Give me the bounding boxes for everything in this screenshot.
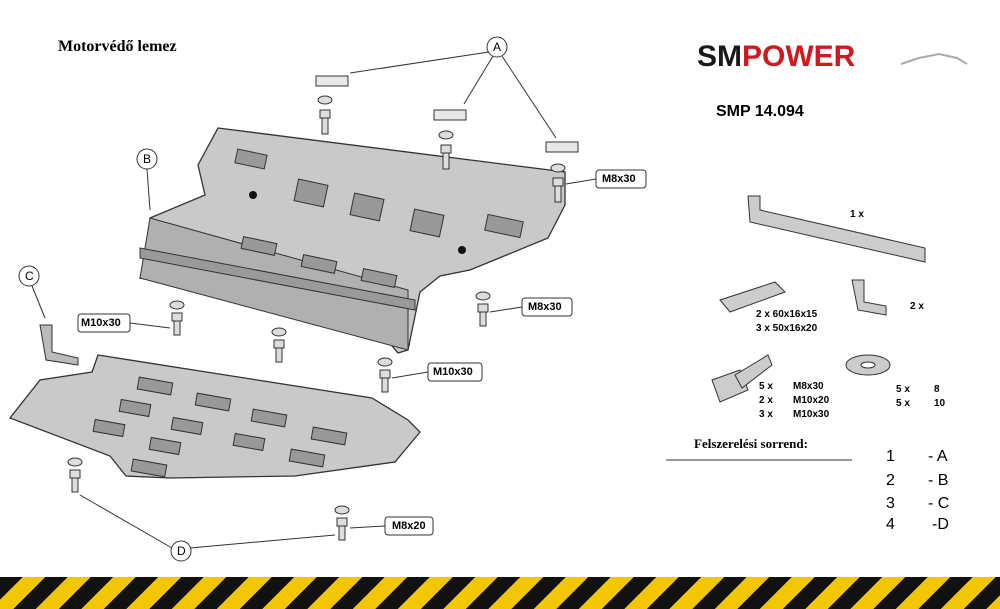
qty-washer-count-1: 5 x (896, 384, 910, 395)
bolt-size-3: M10x30 (793, 409, 830, 420)
lower-skid-plate (8, 354, 421, 479)
callout-circles (18, 36, 508, 562)
callout-a: A (493, 40, 502, 54)
bolt-label-m8x20: M8x20 (392, 520, 426, 532)
hazard-stripe-footer (0, 577, 1000, 609)
washer-size-1: 8 (934, 384, 940, 395)
install-step-3-letter: - C (928, 495, 950, 512)
qty-bolt-count-2: 2 x (759, 395, 773, 406)
callout-b: B (143, 152, 152, 166)
install-order-title: Felszerelési sorrend: (694, 436, 808, 451)
brand-logo: SMPOWER (697, 40, 855, 74)
qty-bar: 1 x (850, 209, 864, 220)
qty-bolt-count-1: 5 x (759, 381, 773, 392)
qty-bolt-count-3: 3 x (759, 409, 773, 420)
page-title: Motorvédő lemez (58, 38, 177, 55)
product-code: SMP 14.094 (716, 103, 804, 120)
bolts (67, 95, 566, 541)
install-step-3-num: 3 (886, 495, 895, 512)
install-step-4-letter: -D (932, 516, 949, 533)
bracket-c (39, 324, 79, 366)
qty-spacer-1: 2 x 60x16x15 (756, 309, 818, 320)
bolt-label-m10x30-left: M10x30 (81, 317, 121, 329)
brand-sm: SM (697, 40, 742, 73)
install-step-4-num: 4 (886, 516, 895, 533)
callout-d: D (177, 544, 186, 558)
bolt-label-leaders (129, 178, 597, 529)
install-step-2-letter: - B (928, 472, 949, 489)
callout-lines (31, 51, 557, 549)
bolt-size-2: M10x20 (793, 395, 830, 406)
brand-power: POWER (742, 40, 856, 73)
car-silhouette-icon (899, 48, 969, 70)
bolt-label-m8x30-mid: M8x30 (528, 301, 562, 313)
qty-spacer-2: 3 x 50x16x20 (756, 323, 818, 334)
bolt-label-boxes (77, 169, 647, 536)
install-step-2-num: 2 (886, 472, 895, 489)
bolt-label-m8x30-top: M8x30 (602, 173, 636, 185)
install-step-1-letter: - A (928, 448, 948, 465)
washer-size-2: 10 (934, 398, 946, 409)
assembly-diagram (8, 36, 926, 562)
parts-list-illustrations (711, 195, 926, 403)
callout-c: C (25, 269, 34, 283)
nut-plates-a (315, 75, 579, 153)
qty-washer-count-2: 5 x (896, 398, 910, 409)
qty-bracket: 2 x (910, 301, 924, 312)
install-step-1-num: 1 (886, 448, 895, 465)
bolt-label-m10x30-right: M10x30 (433, 366, 473, 378)
upper-skid-plate (138, 127, 566, 354)
bolt-size-1: M8x30 (793, 381, 824, 392)
